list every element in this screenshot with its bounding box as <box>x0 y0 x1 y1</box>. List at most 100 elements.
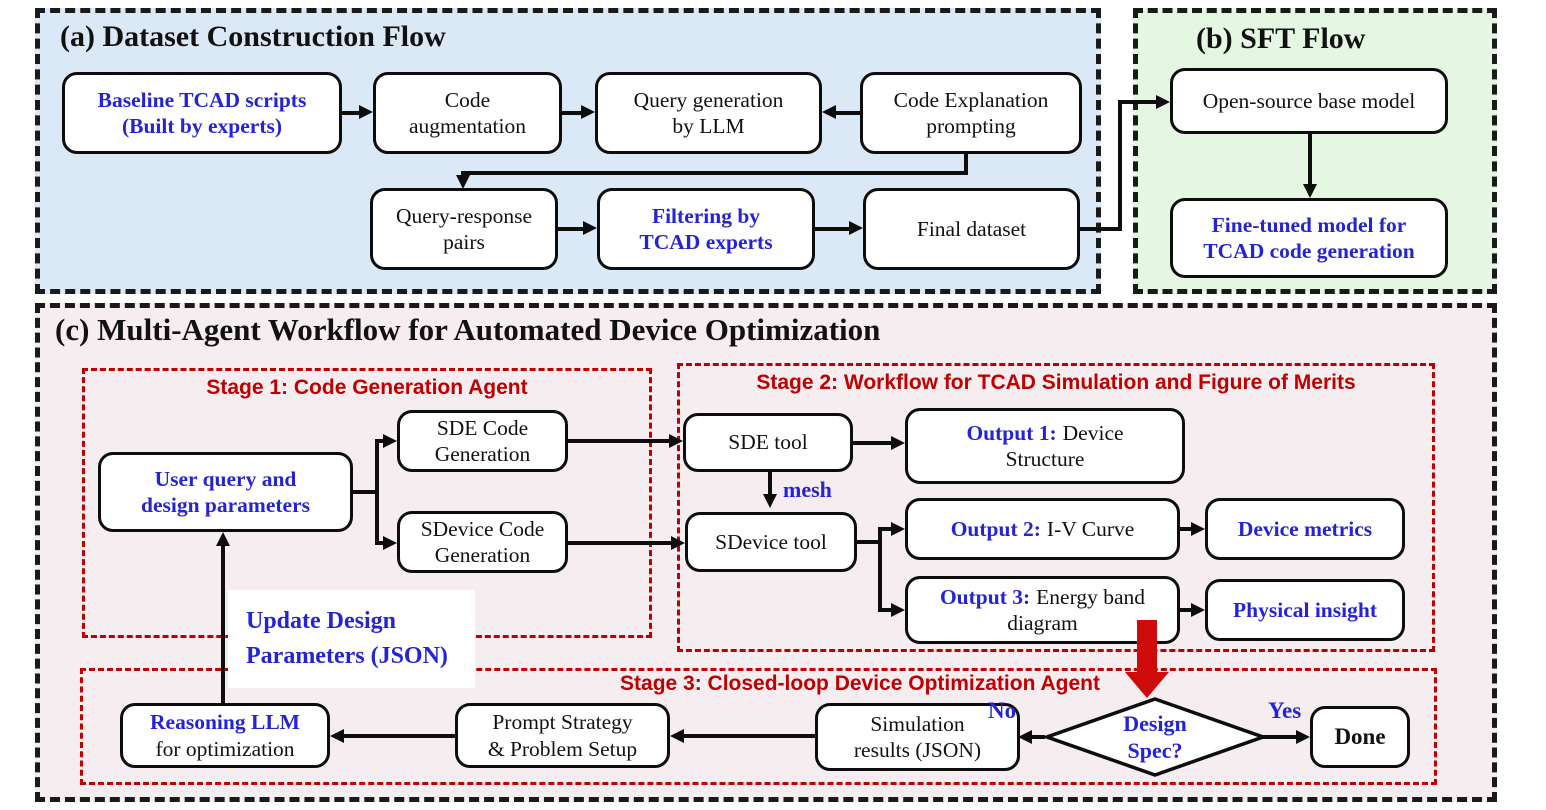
output2-prefix: Output 2: <box>950 516 1041 541</box>
box-done: Done <box>1310 706 1410 768</box>
box-user-query: User query and design parameters <box>98 452 353 532</box>
arrow-qrpairs-to-filtering <box>558 227 583 231</box>
spec-line2: Spec? <box>1127 738 1183 763</box>
panel-a-title: (a) Dataset Construction Flow <box>60 20 446 53</box>
arrow-codeaug-to-querygen <box>562 111 581 115</box>
arrowhead <box>330 729 344 743</box>
done-label: Done <box>1334 723 1386 749</box>
prompt-line1: Prompt Strategy <box>492 710 633 735</box>
branch-to-sdecode <box>375 439 385 443</box>
mesh-label: mesh <box>783 477 832 502</box>
arrowhead <box>1303 184 1317 198</box>
sdevicetool-branch-vertical <box>878 527 882 612</box>
sdevicetool-branch-out <box>857 540 882 544</box>
userquery-branch-out <box>353 490 379 494</box>
box-output1: Output 1:Device Structure <box>905 408 1185 484</box>
output3-line2: diagram <box>1007 611 1078 635</box>
branch-to-output2 <box>878 527 892 531</box>
feedback-line-up <box>221 546 225 705</box>
update-design-parameters-label: Update Design Parameters (JSON) <box>228 590 475 688</box>
elbow-codeexpl-down <box>964 154 968 174</box>
arrowhead <box>891 436 905 450</box>
userquery-branch-vertical <box>375 439 379 545</box>
box-reasoning-llm: Reasoning LLM for optimization <box>120 703 330 768</box>
yes-label: Yes <box>1268 698 1302 723</box>
arrowhead <box>1191 522 1205 536</box>
qrpairs-line2: pairs <box>443 230 485 254</box>
filtering-line1: Filtering by <box>651 203 761 228</box>
red-arrow-head <box>1125 672 1169 698</box>
arrow-codeexpl-to-querygen <box>836 111 860 115</box>
box-code-explanation: Code Explanation prompting <box>860 72 1082 154</box>
branch-to-sdevicecode <box>375 541 385 545</box>
arrow-prompt-to-reasoning <box>343 734 455 738</box>
finetuned-line2: TCAD code generation <box>1203 239 1415 263</box>
sdecode-line1: SDE Code <box>436 415 529 440</box>
box-sde-code-generation: SDE Code Generation <box>397 410 568 472</box>
arrowhead <box>763 494 777 508</box>
box-code-augmentation: Code augmentation <box>373 72 562 154</box>
output3-prefix: Output 3: <box>939 584 1031 609</box>
arrowhead <box>583 221 597 235</box>
output1-prefix: Output 1: <box>966 420 1057 445</box>
arrow-output2-to-metrics <box>1180 527 1192 531</box>
box-query-response-pairs: Query-response pairs <box>370 188 558 270</box>
elbow-final-right <box>1080 227 1122 231</box>
box-sdevice-tool: SDevice tool <box>685 512 857 572</box>
arrow-sdevicecode-to-sdevicetool <box>568 541 672 545</box>
codeexpl-line1: Code Explanation <box>893 87 1049 112</box>
mesh-arrow-line <box>768 472 772 495</box>
sdecode-line2: Generation <box>434 442 531 466</box>
baseline-line2: (Built by experts) <box>121 114 283 138</box>
arrowhead <box>849 221 863 235</box>
stage1-title: Stage 1: Code Generation Agent <box>206 376 528 399</box>
elbow-final-to-basemodel <box>1118 100 1157 104</box>
reasoning-line2: for optimization <box>155 736 295 761</box>
update-line1: Update Design <box>246 608 397 635</box>
output2-rest: I-V Curve <box>1046 516 1135 541</box>
elbow-codeexpl-horizontal <box>463 171 968 175</box>
arrowhead <box>1156 95 1170 109</box>
userquery-line1: User query and <box>154 466 297 491</box>
box-physical-insight: Physical insight <box>1205 579 1405 641</box>
baseline-line1: Baseline TCAD scripts <box>97 87 307 112</box>
box-device-metrics: Device metrics <box>1205 498 1405 560</box>
arrow-sdetool-to-output1 <box>853 441 892 445</box>
sim-line1: Simulation <box>870 711 965 736</box>
output3-rest: Energy band <box>1036 584 1146 609</box>
box-prompt-strategy: Prompt Strategy & Problem Setup <box>455 703 670 768</box>
metrics-label: Device metrics <box>1237 516 1373 541</box>
arrowhead <box>822 105 836 119</box>
sdetool-label: SDE tool <box>728 430 808 455</box>
arrowhead <box>891 522 905 536</box>
panel-c-title: (c) Multi-Agent Workflow for Automated D… <box>55 312 881 347</box>
codeaug-line2: augmentation <box>408 114 527 138</box>
arrowhead <box>383 536 397 550</box>
arrow-diamond-to-sim <box>1031 735 1045 739</box>
sdevicetool-label: SDevice tool <box>715 529 827 554</box>
stage2-title: Stage 2: Workflow for TCAD Simulation an… <box>756 371 1356 394</box>
arrowhead <box>456 175 470 189</box>
box-sdevice-code-generation: SDevice Code Generation <box>397 511 568 573</box>
arrow-sdecode-to-sdetool <box>568 439 670 443</box>
codeaug-line1: Code <box>444 87 491 112</box>
arrowhead <box>1296 730 1310 744</box>
arrowhead <box>581 105 595 119</box>
box-fine-tuned-model: Fine-tuned model for TCAD code generatio… <box>1170 198 1448 278</box>
arrow-baseline-to-codeaug <box>342 111 359 115</box>
branch-to-output3 <box>878 608 892 612</box>
qrpairs-line1: Query-response <box>395 203 533 228</box>
output1-rest: Device <box>1062 420 1124 445</box>
basemodel-label: Open-source base model <box>1202 88 1416 113</box>
filtering-line2: TCAD experts <box>639 230 773 254</box>
elbow-into-qrpairs <box>461 171 465 176</box>
red-arrow-shaft <box>1137 620 1157 672</box>
querygen-line1: Query generation <box>633 87 784 112</box>
codeexpl-line2: prompting <box>926 114 1016 138</box>
stage2-box <box>677 363 1435 652</box>
box-output3: Output 3:Energy band diagram <box>905 576 1180 644</box>
design-spec-diamond <box>1043 697 1267 777</box>
box-output2: Output 2:I-V Curve <box>905 498 1180 560</box>
elbow-final-up <box>1118 100 1122 229</box>
